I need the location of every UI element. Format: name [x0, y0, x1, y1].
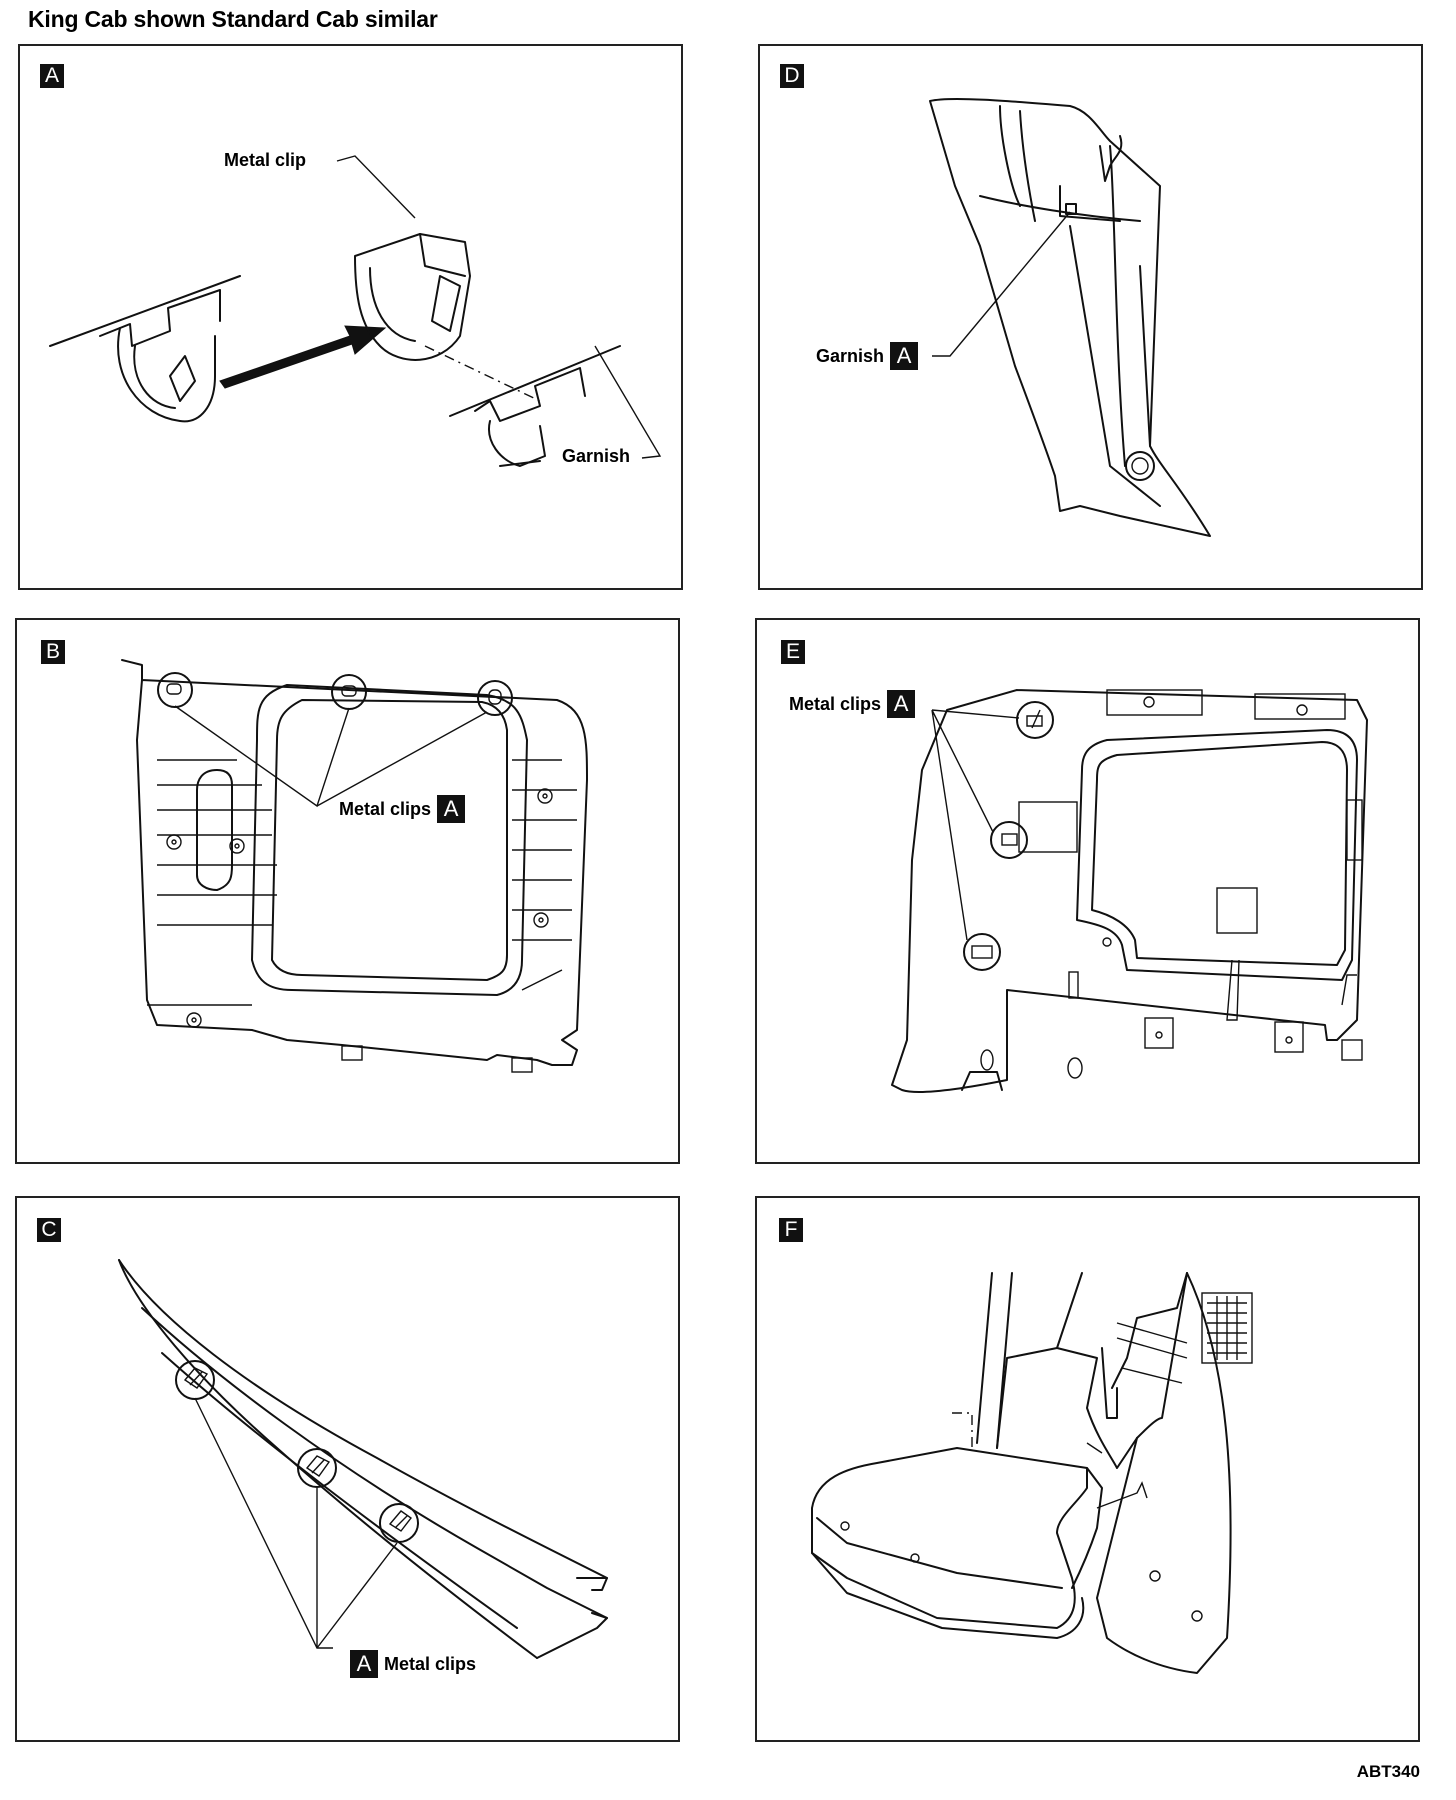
panel-f: F — [755, 1196, 1420, 1742]
garnish-label: Garnish — [562, 446, 631, 466]
panel-d: D Garnish A — [758, 44, 1423, 590]
panel-f-badge: F — [779, 1218, 803, 1242]
figure-code: ABT340 — [1356, 1762, 1420, 1781]
panel-d-badge: D — [780, 64, 804, 88]
metal-clip-install-illustration — [49, 155, 662, 467]
metal-clip-label: Metal clip — [224, 150, 307, 170]
rear-trim-panel-illustration — [121, 659, 588, 1073]
storage-tray-illustration — [811, 1272, 1253, 1674]
roof-rail-garnish-illustration — [118, 1259, 608, 1659]
page-title: King Cab shown Standard Cab similar — [28, 6, 438, 32]
panel-e: E Metal clips A — [755, 618, 1420, 1164]
metal-clips-callout: A Metal clips — [350, 1650, 476, 1678]
panel-e-badge: E — [781, 640, 805, 664]
panel-c-badge: C — [37, 1218, 61, 1242]
ref-a-tag: A — [437, 795, 466, 823]
side-trim-panel-illustration — [891, 689, 1368, 1093]
panel-a: A Metal clip Garnish — [18, 44, 683, 590]
panel-b: B Metal clips A — [15, 618, 680, 1164]
ref-a-tag: A — [887, 690, 916, 718]
ref-a-tag: A — [890, 342, 919, 370]
metal-clips-callout: Metal clips A — [339, 795, 466, 823]
panel-c: C A Metal clips — [15, 1196, 680, 1742]
garnish-panel-illustration — [929, 97, 1211, 537]
ref-a-tag: A — [350, 1650, 378, 1678]
garnish-callout: Garnish A — [816, 342, 919, 370]
metal-clips-callout: Metal clips A — [789, 690, 916, 718]
panel-b-badge: B — [41, 640, 65, 664]
panel-a-badge: A — [40, 64, 64, 88]
